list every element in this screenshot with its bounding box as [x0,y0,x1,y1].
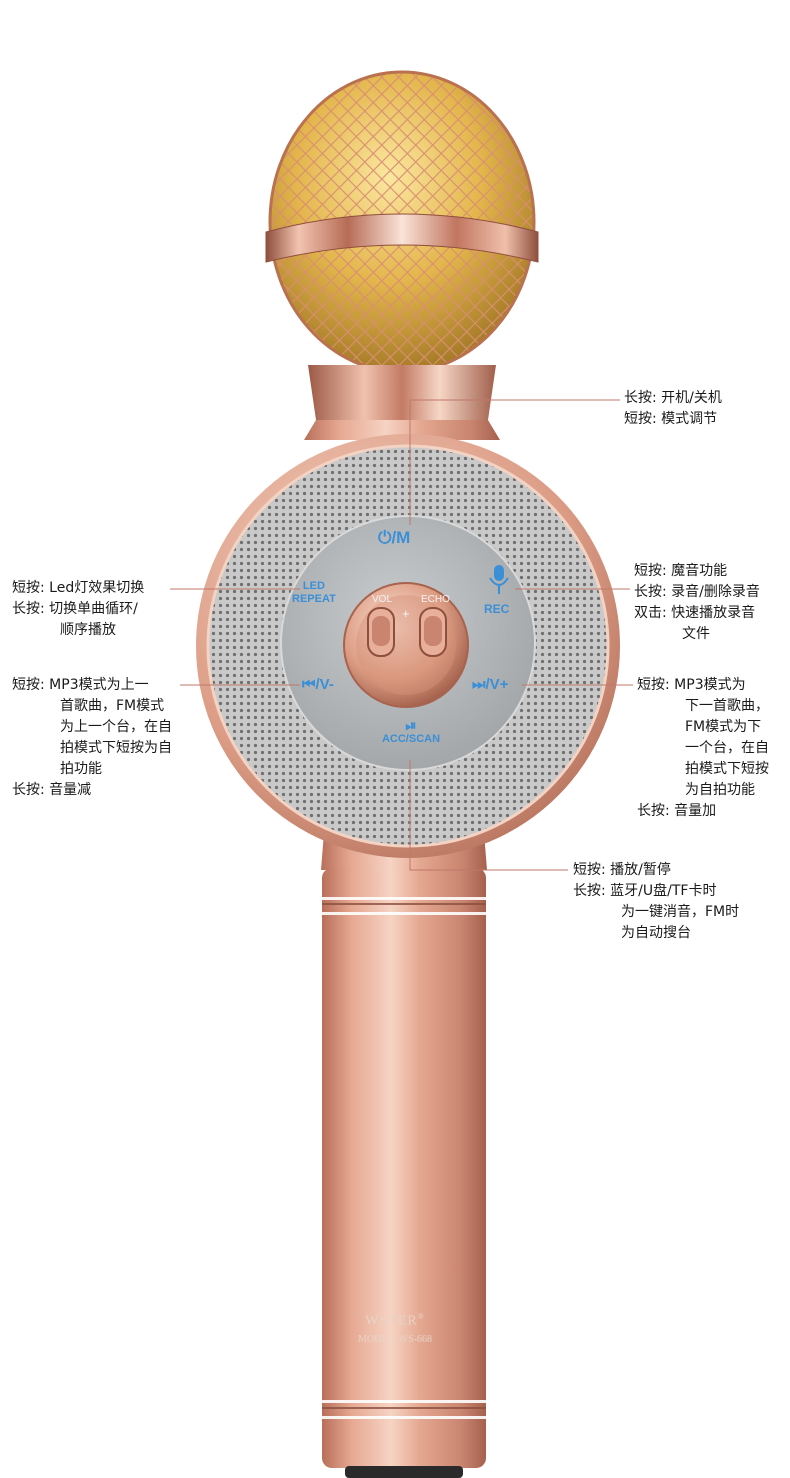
annotation-label: 长按: [637,803,670,819]
annotation-play: 短按: 播放/暂停 长按: 蓝牙/U盘/TF卡时 为一键消音，FM时 为自动搜台 [573,860,739,944]
mic-icon [489,565,509,594]
echo-label: ECHO [421,594,450,605]
annotation-label: 长按: [634,584,667,600]
annotation-text: 录音/删除录音 [671,584,760,600]
annotation-led: 短按: Led灯效果切换 长按: 切换单曲循环/ 顺序播放 [12,578,144,641]
plus-label: + [402,606,410,621]
annotation-text: 魔音功能 [671,563,728,579]
prev-vol-down-button[interactable]: ⏮/V- [302,676,334,693]
annotation-text: 音量加 [674,803,717,819]
annotation-label: 短按: [12,677,45,693]
annotation-text: 拍功能 [60,761,102,777]
repeat-label: REPEAT [292,593,336,605]
neck [304,365,500,440]
annotation-text: 拍模式下短按 [685,761,769,777]
annotation-label: 短按: [624,411,657,427]
annotation-label: 短按: [637,677,670,693]
acc-scan-label: ACC/SCAN [381,733,441,745]
annotation-next: 短按: MP3模式为 下一首歌曲， FM模式为下 一个台，在自 拍模式下短按 为… [637,675,769,822]
led-label: LED [302,580,325,592]
annotation-text: 音量减 [49,782,92,798]
annotation-label: 短按: [634,563,667,579]
annotation-text: 下一首歌曲， [685,698,769,714]
annotation-text: 文件 [682,626,710,642]
led-repeat-button[interactable]: LED REPEAT [292,580,336,606]
callout-lines [170,399,633,871]
annotation-text: FM模式为下 [685,719,762,735]
annotation-text: 一个台，在自 [685,740,769,756]
annotation-text: 拍模式下短按为自 [60,740,172,756]
vol-switch[interactable] [367,607,395,657]
annotation-text: MP3模式为上一 [49,677,149,693]
echo-switch[interactable] [419,607,447,657]
annotation-label: 短按: [573,862,606,878]
annotation-text: 顺序播放 [60,622,116,638]
model-number: MODEL: WS-668 [358,1334,432,1345]
annotation-text: 为自拍功能 [685,782,755,798]
annotation-text: 切换单曲循环/ [49,601,138,617]
annotation-text: 为上一个台，在自 [60,719,172,735]
handle [321,820,487,1478]
play-acc-scan-button[interactable]: ⏯ ACC/SCAN [376,718,446,746]
annotation-text: Led灯效果切换 [49,580,145,596]
next-vol-up-button[interactable]: ⏭/V+ [472,676,509,693]
rec-button[interactable]: REC [484,602,510,616]
annotation-label: 双击: [634,605,667,621]
annotation-power: 长按: 开机/关机 短按: 模式调节 [624,388,722,430]
annotation-text: 模式调节 [661,411,718,427]
annotation-label: 长按: [12,782,45,798]
annotation-text: 首歌曲，FM模式 [60,698,165,714]
annotation-label: 长按: [573,883,606,899]
annotation-rec: 短按: 魔音功能 长按: 录音/删除录音 双击: 快速播放录音 文件 [634,561,760,645]
annotation-label: 长按: [12,601,45,617]
annotation-text: 开机/关机 [661,390,722,406]
annotation-text: 为自动搜台 [621,925,691,941]
brand-logo: WSTER® [365,1312,425,1329]
annotation-text: 快速播放录音 [671,605,756,621]
play-pause-icon: ⏯ [405,717,417,733]
callout-line-power [409,399,620,525]
power-mode-button[interactable]: ⏻/M [378,528,411,547]
vol-label: VOL [372,594,393,605]
annotation-prev: 短按: MP3模式为上一 首歌曲，FM模式 为上一个台，在自 拍模式下短按为自 … [12,675,172,801]
annotation-text: 为一键消音，FM时 [621,904,740,920]
annotation-label: 长按: [624,390,657,406]
annotation-label: 短按: [12,580,45,596]
callout-line-play [409,760,568,871]
annotation-text: 播放/暂停 [610,862,671,878]
annotation-text: 蓝牙/U盘/TF卡时 [610,883,717,899]
annotation-text: MP3模式为 [674,677,746,693]
head-band [265,213,539,263]
